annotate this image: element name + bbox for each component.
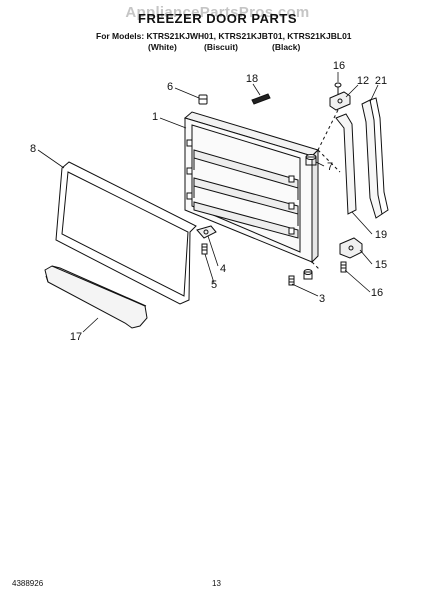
callout-7: 7	[327, 161, 333, 173]
screw	[288, 269, 313, 286]
color-white: (White)	[148, 42, 177, 52]
callout-16-top: 16	[333, 60, 345, 72]
nameplate-strip	[251, 93, 271, 105]
callout-8: 8	[30, 143, 36, 155]
callout-6: 6	[167, 81, 173, 93]
callout-12: 12	[357, 75, 369, 87]
watermark: AppliancePartsPros.com	[125, 4, 310, 21]
hinge-bushing	[305, 154, 317, 166]
callout-5: 5	[211, 279, 217, 291]
model-list: For Models: KTRS21KJWH01, KTRS21KJBT01, …	[96, 31, 352, 41]
top-hinge	[329, 82, 351, 111]
color-black: (Black)	[272, 42, 301, 52]
freezer-door	[183, 111, 319, 264]
color-biscuit: (Biscuit)	[204, 42, 238, 52]
door-handle	[361, 97, 389, 219]
door-shelf-bin	[44, 265, 148, 329]
page-title: FREEZER DOOR PARTS	[138, 11, 297, 26]
callout-4: 4	[220, 263, 226, 275]
handle-trim	[335, 113, 357, 215]
callout-19: 19	[375, 229, 387, 241]
callout-16-bottom: 16	[371, 287, 383, 299]
door-gasket	[55, 161, 197, 305]
callout-15: 15	[375, 259, 387, 271]
plug-cap	[198, 94, 208, 105]
callout-21: 21	[375, 75, 387, 87]
doc-number: 4388926	[12, 579, 44, 588]
callout-1: 1	[152, 111, 158, 123]
bottom-hinge-pin	[196, 225, 217, 255]
callout-18: 18	[246, 73, 258, 85]
callout-17: 17	[70, 331, 82, 343]
lower-hinge	[339, 237, 363, 273]
callout-3: 3	[319, 293, 325, 305]
page-number: 13	[212, 579, 221, 588]
